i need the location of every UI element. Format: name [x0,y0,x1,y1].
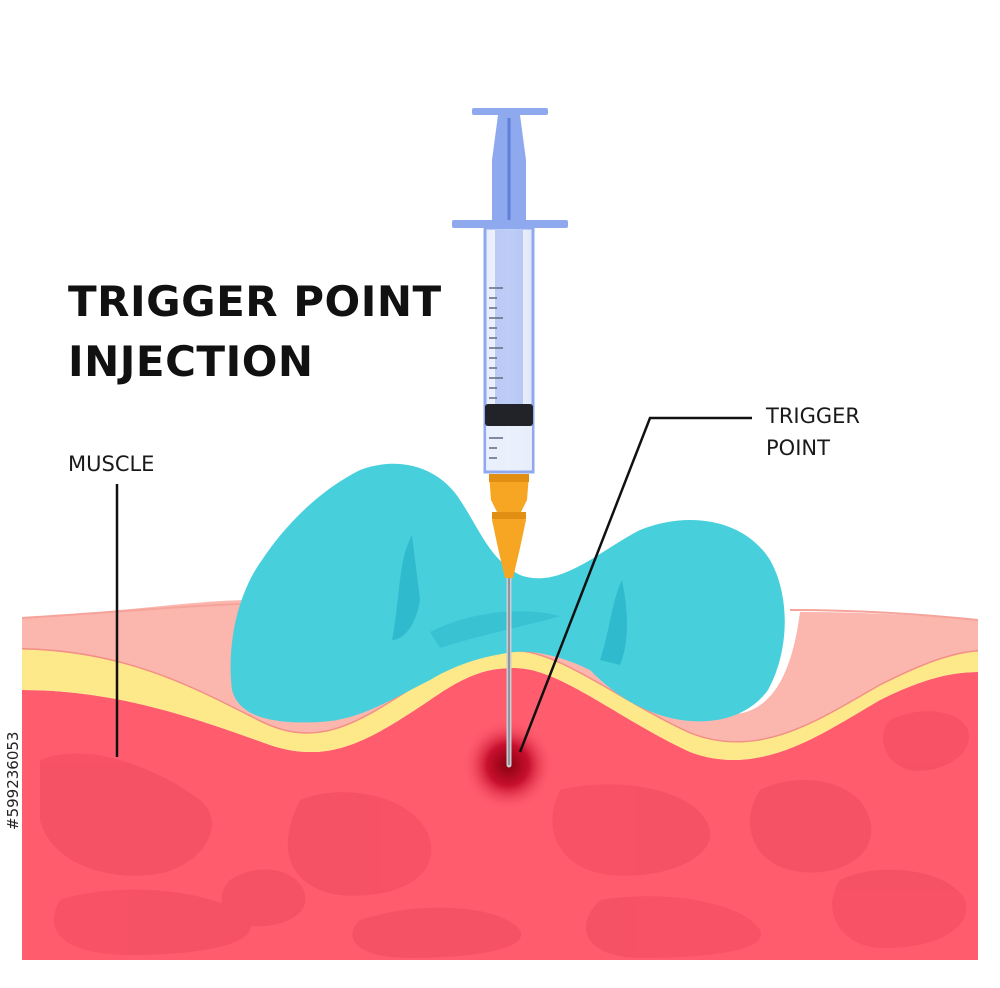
muscle-texture [40,711,969,958]
muscle-layer [22,668,978,960]
trigger-label-line-1: TRIGGER [766,404,861,428]
title-line-1: TRIGGER POINT [68,277,442,326]
trigger-point-leader-line [518,416,752,753]
muscle-label: MUSCLE [68,452,155,476]
title-line-2: INJECTION [68,337,314,386]
fat-layer [22,648,978,760]
syringe [452,108,568,768]
diagram-title: TRIGGER POINT INJECTION [68,272,442,392]
trigger-label-line-2: POINT [766,436,830,460]
trigger-point-label: TRIGGER POINT [766,400,906,464]
stock-image-id: #599236053 [4,731,22,830]
